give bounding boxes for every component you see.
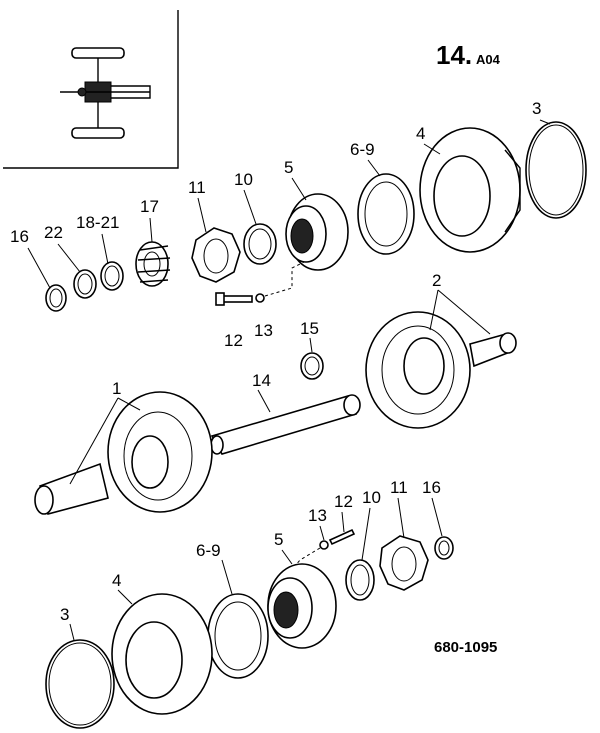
- part-18-21-shims: [100, 261, 124, 291]
- part-3-o-ring-bottom: [45, 639, 115, 729]
- label-12-top: 12: [224, 331, 243, 350]
- part-11-nut-top: [191, 227, 241, 283]
- part-22-shim: [73, 269, 97, 299]
- label-13-bottom: 13: [308, 506, 327, 525]
- part-3-o-ring-top: [525, 121, 587, 219]
- label-11-top: 11: [188, 178, 206, 197]
- part-12-bolt-top: [215, 292, 253, 306]
- label-22: 22: [44, 223, 63, 242]
- label-10-top: 10: [234, 170, 253, 189]
- label-5-bottom: 5: [274, 530, 283, 549]
- leader-lines: [27, 119, 551, 641]
- label-3-top: 3: [532, 99, 541, 118]
- label-15: 15: [300, 319, 319, 338]
- label-1: 1: [112, 379, 121, 398]
- part-4-carrier-half-bottom: [111, 593, 213, 715]
- part-15-snap-ring: [300, 352, 324, 380]
- label-3-bottom: 3: [60, 605, 69, 624]
- label-13-top: 13: [254, 321, 273, 340]
- label-16-top: 16: [10, 227, 29, 246]
- part-5-bearing-housing-bottom: [267, 563, 337, 649]
- part-1-crown-wheel: [34, 391, 213, 515]
- part-12-bolt-bottom: [328, 528, 356, 546]
- label-11-bottom: 11: [390, 478, 408, 497]
- label-5-top: 5: [284, 158, 293, 177]
- label-17: 17: [140, 197, 159, 216]
- drawing-reference-number: 680-1095: [434, 639, 497, 656]
- part-14-shaft: [210, 394, 361, 455]
- part-11-nut-bottom: [379, 535, 429, 591]
- section-code: A04: [476, 52, 501, 67]
- part-6-9-shim-top: [357, 173, 415, 255]
- part-16-snap-ring-top: [45, 284, 67, 312]
- part-16-snap-ring-bottom: [434, 536, 454, 560]
- part-4-carrier-half-top: [419, 127, 521, 253]
- label-16-bottom: 16: [422, 478, 441, 497]
- label-10-bottom: 10: [362, 488, 381, 507]
- label-18-21: 18-21: [76, 213, 119, 232]
- vehicle-locator-inset: [3, 10, 179, 169]
- part-10-washer-bottom: [345, 559, 375, 601]
- part-6-9-shim-bottom: [207, 593, 269, 679]
- label-4-top: 4: [416, 124, 425, 143]
- label-6-9-bottom: 6-9: [196, 541, 221, 560]
- label-4-bottom: 4: [112, 571, 121, 590]
- part-2-crown-wheel-pinion: [365, 311, 517, 429]
- part-5-bearing-housing-top: [285, 193, 349, 271]
- label-14: 14: [252, 371, 271, 390]
- section-number: 14.: [436, 40, 472, 70]
- label-2: 2: [432, 271, 441, 290]
- part-13-washer-top: [255, 293, 265, 303]
- label-12-bottom: 12: [334, 492, 353, 511]
- part-17-bearing: [135, 241, 171, 287]
- label-6-9-top: 6-9: [350, 140, 375, 159]
- part-13-washer-bottom: [319, 540, 329, 550]
- part-10-washer-top: [243, 223, 277, 265]
